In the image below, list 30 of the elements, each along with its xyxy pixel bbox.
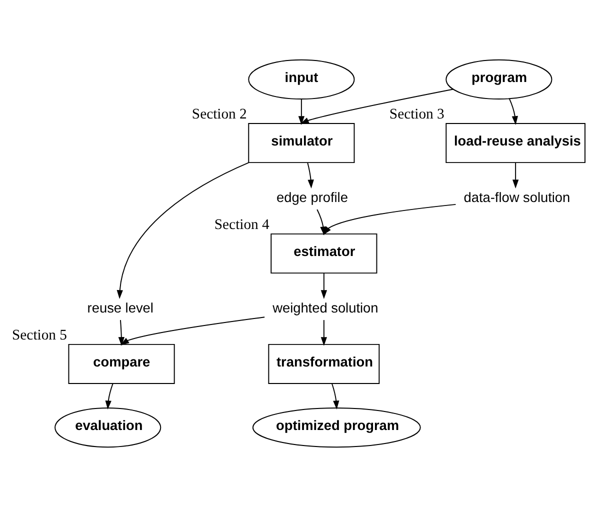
node-ellipse: optimized program — [252, 407, 421, 448]
arrow — [116, 162, 250, 298]
node-text: reuse level — [87, 300, 154, 315]
node-ellipse: evaluation — [54, 407, 162, 448]
node-label: Section 5 — [12, 327, 67, 344]
node-ellipse: input — [248, 58, 355, 99]
node-text: edge profile — [276, 189, 348, 204]
node-box: load-reuse analysis — [446, 122, 586, 163]
arrow — [307, 162, 314, 188]
node-box: transformation — [268, 343, 380, 384]
arrow — [323, 203, 456, 235]
node-ellipse: program — [446, 58, 552, 99]
arrow — [320, 272, 327, 298]
arrow — [508, 98, 518, 124]
node-box: simulator — [248, 122, 355, 163]
arrow — [105, 382, 114, 409]
node-box: compare — [68, 343, 175, 384]
arrow — [320, 319, 327, 346]
arrow — [120, 316, 266, 345]
arrow — [298, 98, 305, 124]
arrow — [300, 88, 454, 124]
arrow — [512, 162, 519, 188]
node-label: Section 4 — [214, 216, 270, 233]
node-text: weighted solution — [272, 300, 378, 315]
node-box: estimator — [270, 232, 378, 274]
arrow — [118, 319, 124, 346]
node-text: data-flow solution — [464, 189, 570, 204]
node-label: Section 2 — [192, 106, 247, 122]
node-label: Section 3 — [389, 106, 444, 122]
arrow — [332, 382, 340, 409]
